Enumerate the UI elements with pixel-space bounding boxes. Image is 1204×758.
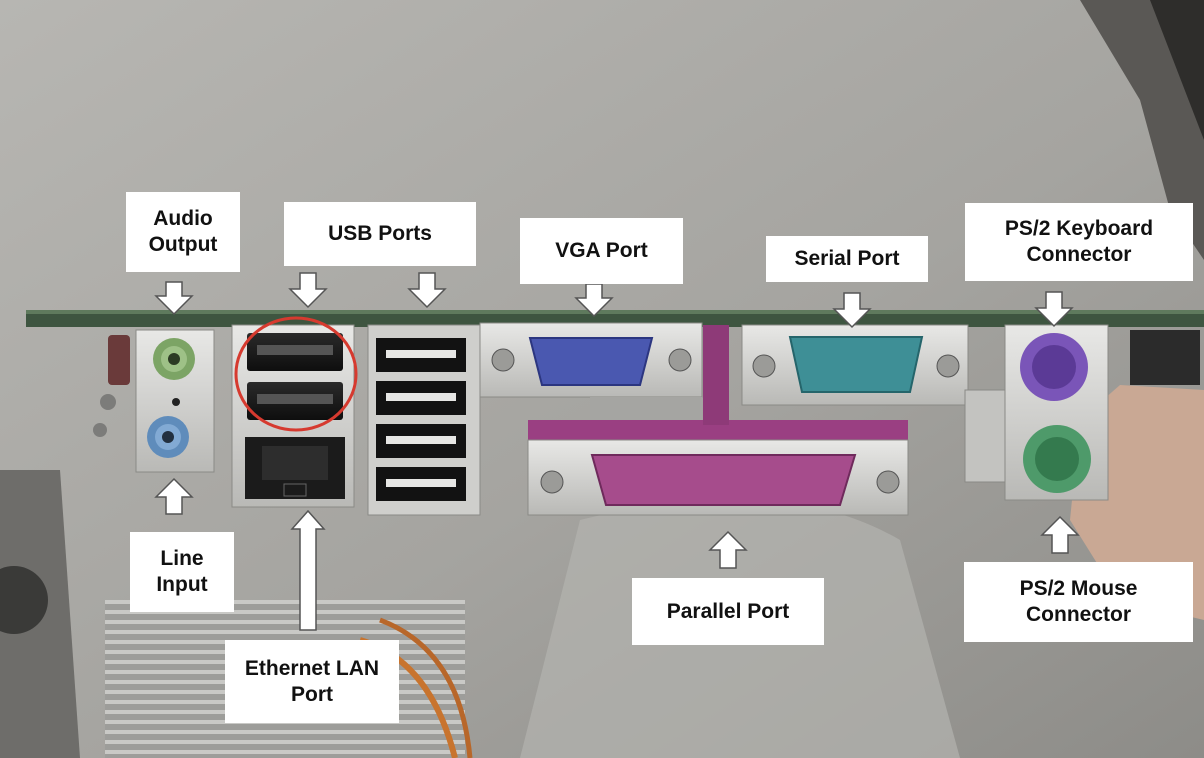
ethernet-lan-label: Ethernet LAN Port <box>225 640 399 723</box>
parallel-shroud <box>528 420 908 440</box>
serial-connector <box>788 336 924 393</box>
arrow-down <box>574 283 614 318</box>
parallel-connector <box>590 454 857 506</box>
arrow-up <box>1040 515 1080 554</box>
arrow-up <box>708 530 748 569</box>
vga-port-label: VGA Port <box>520 218 683 284</box>
arrow-down <box>154 281 194 316</box>
arrow-down <box>1034 291 1074 328</box>
arrow-up <box>154 477 194 515</box>
arrow-down <box>288 272 328 309</box>
usb-ports-label: USB Ports <box>284 202 476 266</box>
ps2-mouse-label: PS/2 Mouse Connector <box>964 562 1193 642</box>
serial-port-label: Serial Port <box>766 236 928 282</box>
parallel-port-label: Parallel Port <box>632 578 824 645</box>
arrow-down <box>832 292 872 329</box>
arrow-up <box>290 509 326 631</box>
capacitor <box>108 335 130 385</box>
dark-corner <box>1080 0 1204 260</box>
line-input-label: Line Input <box>130 532 234 612</box>
audio-output-label: Audio Output <box>126 192 240 272</box>
arrow-down <box>407 272 447 309</box>
highlight-circle <box>234 316 358 432</box>
vga-connector <box>528 337 654 386</box>
ps2-keyboard-label: PS/2 Keyboard Connector <box>965 203 1193 281</box>
